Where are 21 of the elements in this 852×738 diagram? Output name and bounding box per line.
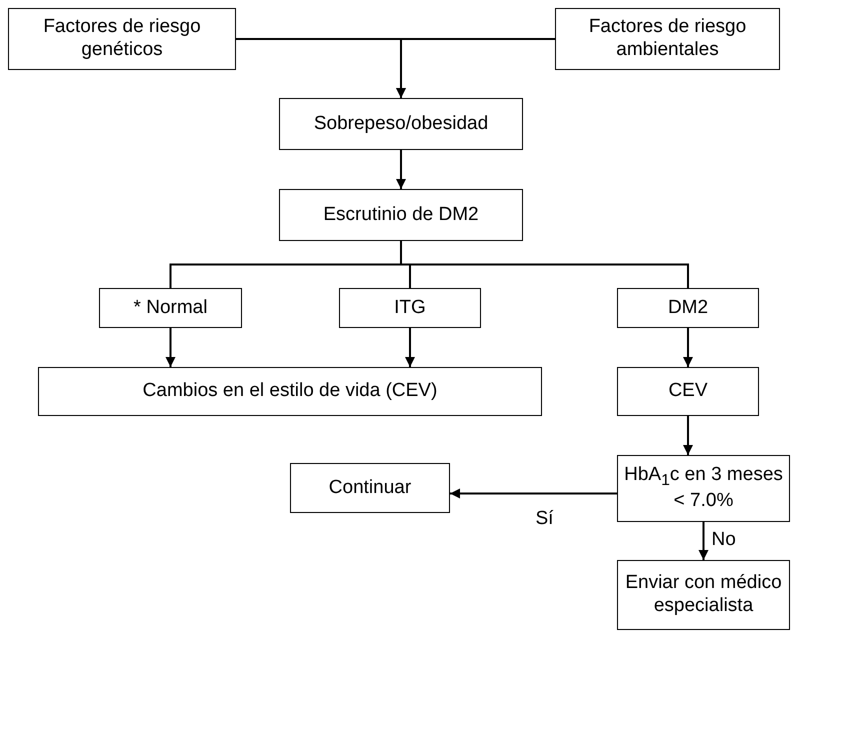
process-box: Enviar con médico especialista: [617, 560, 790, 630]
process-box: CEV: [617, 367, 759, 416]
process-box: HbA$_{1}$c en 3 meses < 7.0%: [617, 455, 790, 522]
process-box: Factores de riesgo ambientales: [555, 8, 780, 70]
process-box: Sobrepeso/obesidad: [279, 98, 523, 150]
arrow: [396, 38, 555, 98]
process-box: ITG: [339, 288, 481, 328]
arrow: [450, 488, 617, 498]
arrow: [698, 522, 708, 560]
arrow: [396, 150, 406, 189]
process-box: DM2: [617, 288, 759, 328]
connector-line: [400, 241, 689, 288]
arrow: [405, 328, 415, 367]
process-box: Continuar: [290, 463, 450, 513]
process-box: Escrutinio de DM2: [279, 189, 523, 241]
arrow: [683, 328, 693, 367]
process-box: Cambios en el estilo de vida (CEV): [38, 367, 542, 416]
process-box: * Normal: [99, 288, 242, 328]
arrow: [683, 416, 693, 455]
arrow: [166, 328, 176, 367]
process-box: Factores de riesgo genéticos: [8, 8, 236, 70]
